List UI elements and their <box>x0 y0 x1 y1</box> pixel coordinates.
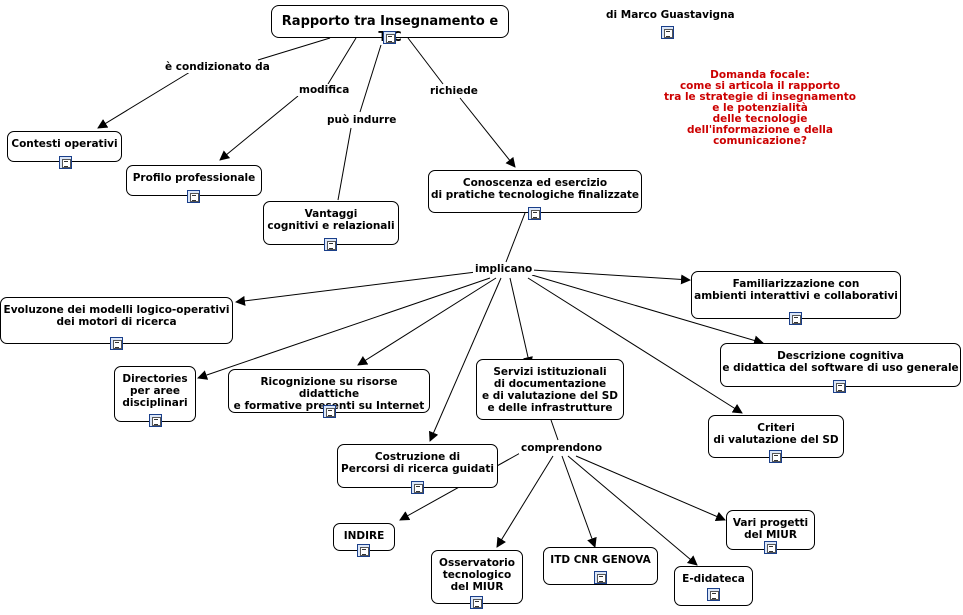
link-phrase-richiede: richiede <box>428 85 480 97</box>
concept-label: Descrizione cognitiva e didattica del so… <box>722 350 959 374</box>
concept-contesti-operativi[interactable]: Contesti operativi <box>7 131 122 162</box>
concept-label: Osservatorio tecnologico del MIUR <box>439 557 515 593</box>
document-icon[interactable] <box>769 450 782 463</box>
document-icon[interactable] <box>528 207 541 220</box>
concept-evoluzione[interactable]: Evoluzone dei modelli logico-operativi d… <box>0 297 233 344</box>
document-icon[interactable] <box>110 337 123 350</box>
concept-label: Evoluzone dei modelli logico-operativi d… <box>3 304 230 328</box>
concept-e-didateca[interactable]: E-didateca <box>674 566 753 606</box>
concept-vantaggi[interactable]: Vantaggi cognitivi e relazionali <box>263 201 399 245</box>
concept-descrizione[interactable]: Descrizione cognitiva e didattica del so… <box>720 343 961 387</box>
document-icon[interactable] <box>833 380 846 393</box>
concept-label: Vantaggi cognitivi e relazionali <box>267 208 395 232</box>
document-icon[interactable] <box>661 26 674 39</box>
link-phrase-modifica: modifica <box>297 84 352 96</box>
concept-directories[interactable]: Directories per aree disciplinari <box>114 366 196 422</box>
concept-label: ITD CNR GENOVA <box>550 554 651 566</box>
concept-servizi[interactable]: Servizi istituzionali di documentazione … <box>476 359 624 420</box>
author-credit: di Marco Guastavigna <box>606 9 735 21</box>
concept-label: Profilo professionale <box>132 172 256 184</box>
concept-label: Familiarizzazione con ambienti interatti… <box>694 278 898 302</box>
concept-label: E-didateca <box>682 573 745 585</box>
document-icon[interactable] <box>764 541 777 554</box>
concept-label: Ricognizione su risorse didattiche e for… <box>233 376 425 412</box>
concept-conoscenza[interactable]: Conoscenza ed esercizio di pratiche tecn… <box>428 170 642 213</box>
document-icon[interactable] <box>357 544 370 557</box>
concept-label: Conoscenza ed esercizio di pratiche tecn… <box>430 177 640 201</box>
document-icon[interactable] <box>383 31 396 44</box>
focus-question: Domanda focale: come si articola il rapp… <box>664 69 856 147</box>
concept-label: Servizi istituzionali di documentazione … <box>481 366 618 414</box>
link-phrase-implicano: implicano <box>473 263 535 275</box>
concept-label: Costruzione di Percorsi di ricerca guida… <box>341 451 494 475</box>
document-icon[interactable] <box>149 414 162 427</box>
document-icon[interactable] <box>789 312 802 325</box>
document-icon[interactable] <box>411 481 424 494</box>
document-icon[interactable] <box>323 405 336 418</box>
document-icon[interactable] <box>707 588 720 601</box>
concept-osservatorio[interactable]: Osservatorio tecnologico del MIUR <box>431 550 523 604</box>
document-icon[interactable] <box>594 571 607 584</box>
document-icon[interactable] <box>187 190 200 203</box>
document-icon[interactable] <box>470 596 483 609</box>
document-icon[interactable] <box>324 238 337 251</box>
concept-costruzione[interactable]: Costruzione di Percorsi di ricerca guida… <box>337 444 498 488</box>
concept-label: Directories per aree disciplinari <box>122 373 188 409</box>
link-phrase-condizionato: è condizionato da <box>163 61 272 73</box>
link-phrase-comprendono: comprendono <box>519 442 605 454</box>
link-phrase-indurre: può indurre <box>325 114 399 126</box>
concept-label: Criteri di valutazione del SD <box>713 422 839 446</box>
concept-label: Vari progetti del MIUR <box>732 517 809 541</box>
concept-label: INDIRE <box>343 530 385 542</box>
document-icon[interactable] <box>59 156 72 169</box>
concept-label: Contesti operativi <box>11 138 118 150</box>
